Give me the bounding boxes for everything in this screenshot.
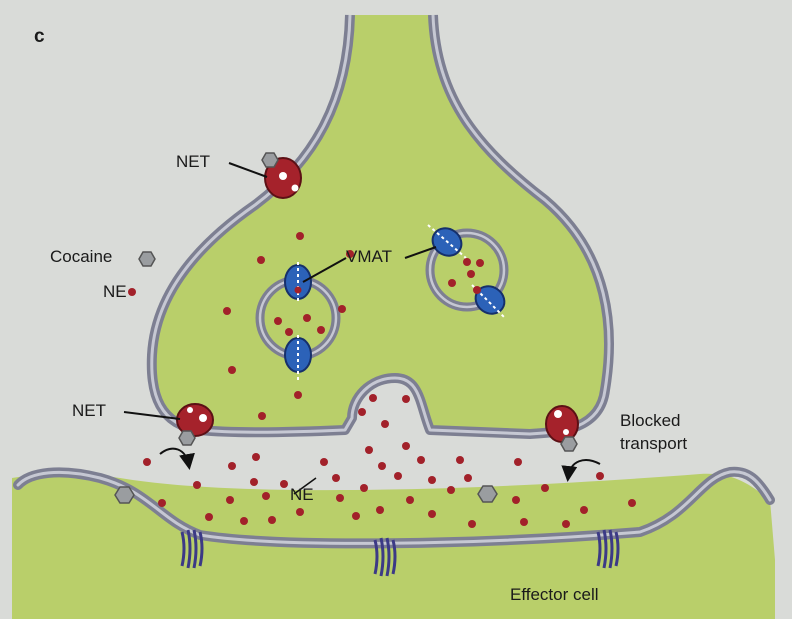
- receptor-middle: [373, 537, 397, 577]
- vmat-transporter-1: [284, 262, 312, 304]
- cocaine-on-net-top: [261, 152, 279, 168]
- cocaine-on-net-left: [178, 430, 196, 446]
- blocked-line-2: transport: [620, 433, 688, 453]
- vmat-label: VMAT: [346, 247, 392, 266]
- vmat-pointer: [302, 257, 347, 283]
- ne-dots-cytoplasm: [223, 232, 354, 420]
- cocaine-legend-label: Cocaine: [50, 247, 113, 266]
- net-transporter-top: [264, 157, 302, 199]
- receptor-right: [596, 529, 620, 569]
- ne-dots-vesicle-right: [448, 258, 484, 294]
- blocked-transport-label: Blocked transport: [620, 411, 688, 453]
- net-left-leader: [123, 411, 181, 420]
- net-transporter-right: [545, 405, 579, 443]
- blocked-line-1: Blocked: [620, 411, 681, 430]
- net-top-leader: [228, 162, 268, 178]
- net-top-label: NET: [176, 152, 210, 171]
- cocaine-cleft-right: [477, 485, 498, 503]
- vmat-transporter-3: [427, 224, 467, 259]
- ne-dots-release-pocket: [358, 394, 410, 428]
- vmat-transporter-2: [284, 335, 312, 382]
- effector-cell-membrane-inner: [16, 470, 772, 545]
- ne-dots-cleft: [143, 442, 636, 528]
- receptor-left: [180, 529, 204, 569]
- presynaptic-membrane-inner: [150, 14, 611, 436]
- ne-cleft-label: NE: [290, 485, 314, 504]
- effector-cell-label: Effector cell: [510, 585, 599, 604]
- net-transporter-left: [176, 403, 214, 437]
- cocaine-legend-icon: [138, 251, 156, 267]
- blocked-arrow-right: [561, 459, 601, 482]
- reuptake-arrow-left: [159, 447, 195, 470]
- cocaine-cleft-left: [114, 486, 135, 504]
- cocaine-on-net-right: [560, 436, 578, 452]
- ne-cleft-leader: [293, 477, 317, 495]
- panel-letter: c: [34, 26, 45, 47]
- vmat-pointer-right: [404, 246, 437, 259]
- ne-legend-label: NE: [103, 282, 127, 301]
- ne-dots-vesicle-left: [274, 286, 325, 336]
- net-left-label: NET: [72, 401, 106, 420]
- presynaptic-terminal-body: [151, 15, 609, 434]
- ne-legend-icon: [128, 288, 136, 296]
